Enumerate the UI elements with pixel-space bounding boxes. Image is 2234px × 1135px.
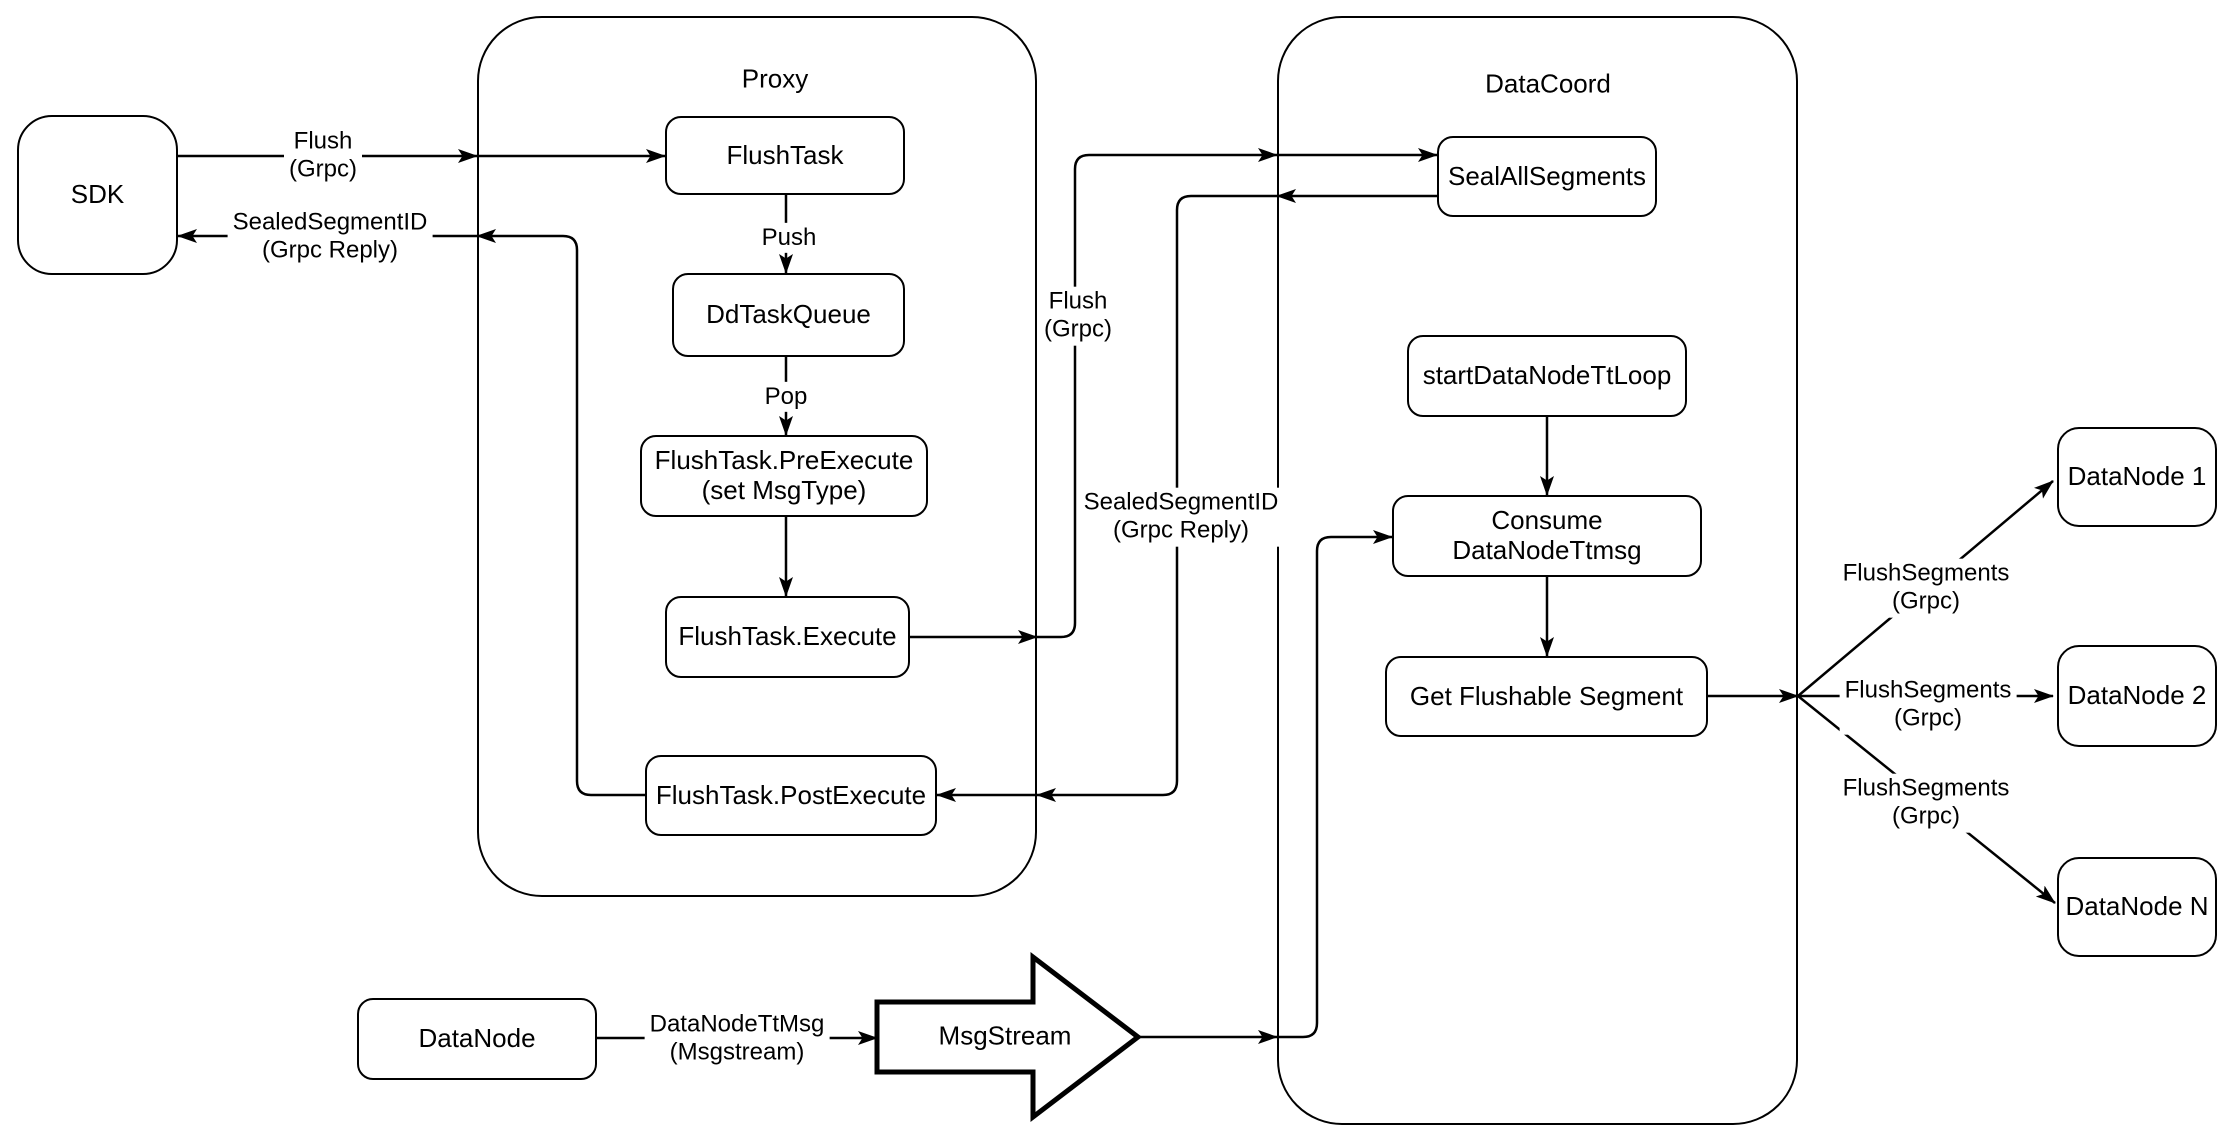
edge-label-datanodettmsg: DataNodeTtMsg (Msgstream): [644, 1009, 830, 1069]
edge-label-pop: Pop: [759, 381, 813, 413]
msgstream-label: MsgStream: [938, 1020, 1072, 1051]
node-execute-label: FlushTask.Execute: [678, 621, 897, 652]
node-startdatanodettloop: startDataNodeTtLoop: [1407, 335, 1687, 417]
edge-label-flushsegments-3: FlushSegments (Grpc): [1837, 773, 2015, 833]
node-datanode2-label: DataNode 2: [2067, 680, 2207, 711]
node-preexecute-label: FlushTask.PreExecute (set MsgType): [654, 445, 914, 505]
datacoord-title: DataCoord: [1485, 68, 1611, 99]
node-ddtaskqueue: DdTaskQueue: [672, 273, 905, 357]
node-consumedatanodettmsg: Consume DataNodeTtmsg: [1392, 495, 1702, 577]
node-startdatanodettloop-label: startDataNodeTtLoop: [1422, 360, 1672, 391]
node-flushtask-label: FlushTask: [726, 139, 844, 170]
node-getflushablesegment-label: Get Flushable Segment: [1409, 680, 1684, 711]
node-datanode2: DataNode 2: [2057, 645, 2217, 747]
edge-label-flushsegments-2: FlushSegments (Grpc): [1839, 675, 2017, 735]
datacoord-container: [1277, 16, 1798, 1125]
edge-datacoord-to-consume: [1277, 530, 1393, 1039]
node-execute: FlushTask.Execute: [665, 596, 910, 678]
node-consumedatanodettmsg-label: Consume DataNodeTtmsg: [1452, 505, 1642, 565]
node-datanode1: DataNode 1: [2057, 427, 2217, 527]
node-sealallsegments-label: SealAllSegments: [1448, 160, 1646, 191]
edge-label-flush-grpc-mid: Flush (Grpc): [1039, 286, 1117, 346]
node-getflushablesegment: Get Flushable Segment: [1385, 656, 1708, 737]
node-sealallsegments: SealAllSegments: [1437, 136, 1657, 217]
node-postexecute-label: FlushTask.PostExecute: [655, 779, 927, 810]
proxy-container: [477, 16, 1037, 897]
node-sdk: SDK: [17, 115, 178, 275]
edge-label-flushsegments-1: FlushSegments (Grpc): [1837, 558, 2015, 618]
edge-label-push: Push: [756, 222, 822, 254]
edge-label-flush-grpc-sdk: Flush (Grpc): [284, 126, 362, 186]
edge-label-sealedsegmentid-mid: SealedSegmentID (Grpc Reply): [1078, 487, 1284, 547]
node-datanode-bottom-label: DataNode: [418, 1023, 536, 1054]
node-datanode1-label: DataNode 1: [2067, 461, 2207, 492]
msgstream-block-arrow: [874, 951, 1143, 1123]
node-preexecute: FlushTask.PreExecute (set MsgType): [640, 435, 928, 517]
node-datanoden: DataNode N: [2057, 857, 2217, 957]
node-flushtask: FlushTask: [665, 116, 905, 195]
node-datanoden-label: DataNode N: [2065, 891, 2209, 922]
edge-flush-to-datacoord: [1037, 148, 1278, 639]
node-postexecute: FlushTask.PostExecute: [645, 755, 937, 836]
edge-postexecute-to-proxy-edge: [476, 229, 645, 797]
edge-label-sealedsegmentid-sdk: SealedSegmentID (Grpc Reply): [227, 207, 433, 267]
proxy-title: Proxy: [741, 63, 809, 94]
node-ddtaskqueue-label: DdTaskQueue: [706, 299, 871, 330]
node-sdk-label: SDK: [70, 179, 125, 210]
node-datanode-bottom: DataNode: [357, 998, 597, 1080]
